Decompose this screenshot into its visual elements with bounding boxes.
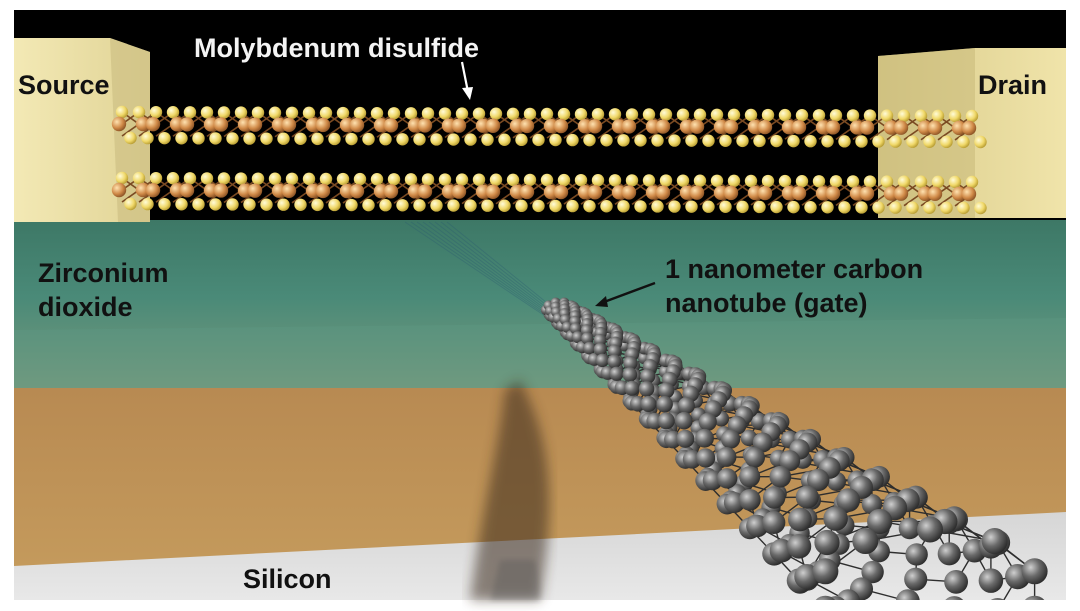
mos2-pointer-arrow [460,61,473,100]
mos2-upper-layer [111,105,987,149]
label-silicon: Silicon [243,564,332,594]
label-molybdenum-disulfide: Molybdenum disulfide [194,33,480,63]
label-nanotube-line2: nanotube (gate) [665,288,868,318]
label-carbon-nanotube: 1 nanometer carbon nanotube (gate) [665,252,923,320]
label-drain: Drain [978,70,1048,100]
mos2-lower-layer [111,171,987,215]
nanotube-pointer-arrow [595,281,656,307]
carbon-nanotube-gate [540,297,1048,600]
label-nanotube-line1: 1 nanometer carbon [665,254,924,284]
label-zirconium-line1: Zirconium [38,258,169,288]
label-zirconium-dioxide: Zirconium dioxide [38,256,169,324]
label-source: Source [18,70,110,100]
label-zirconium-line2: dioxide [38,292,133,322]
zirconium-dioxide-layer [14,220,1066,392]
